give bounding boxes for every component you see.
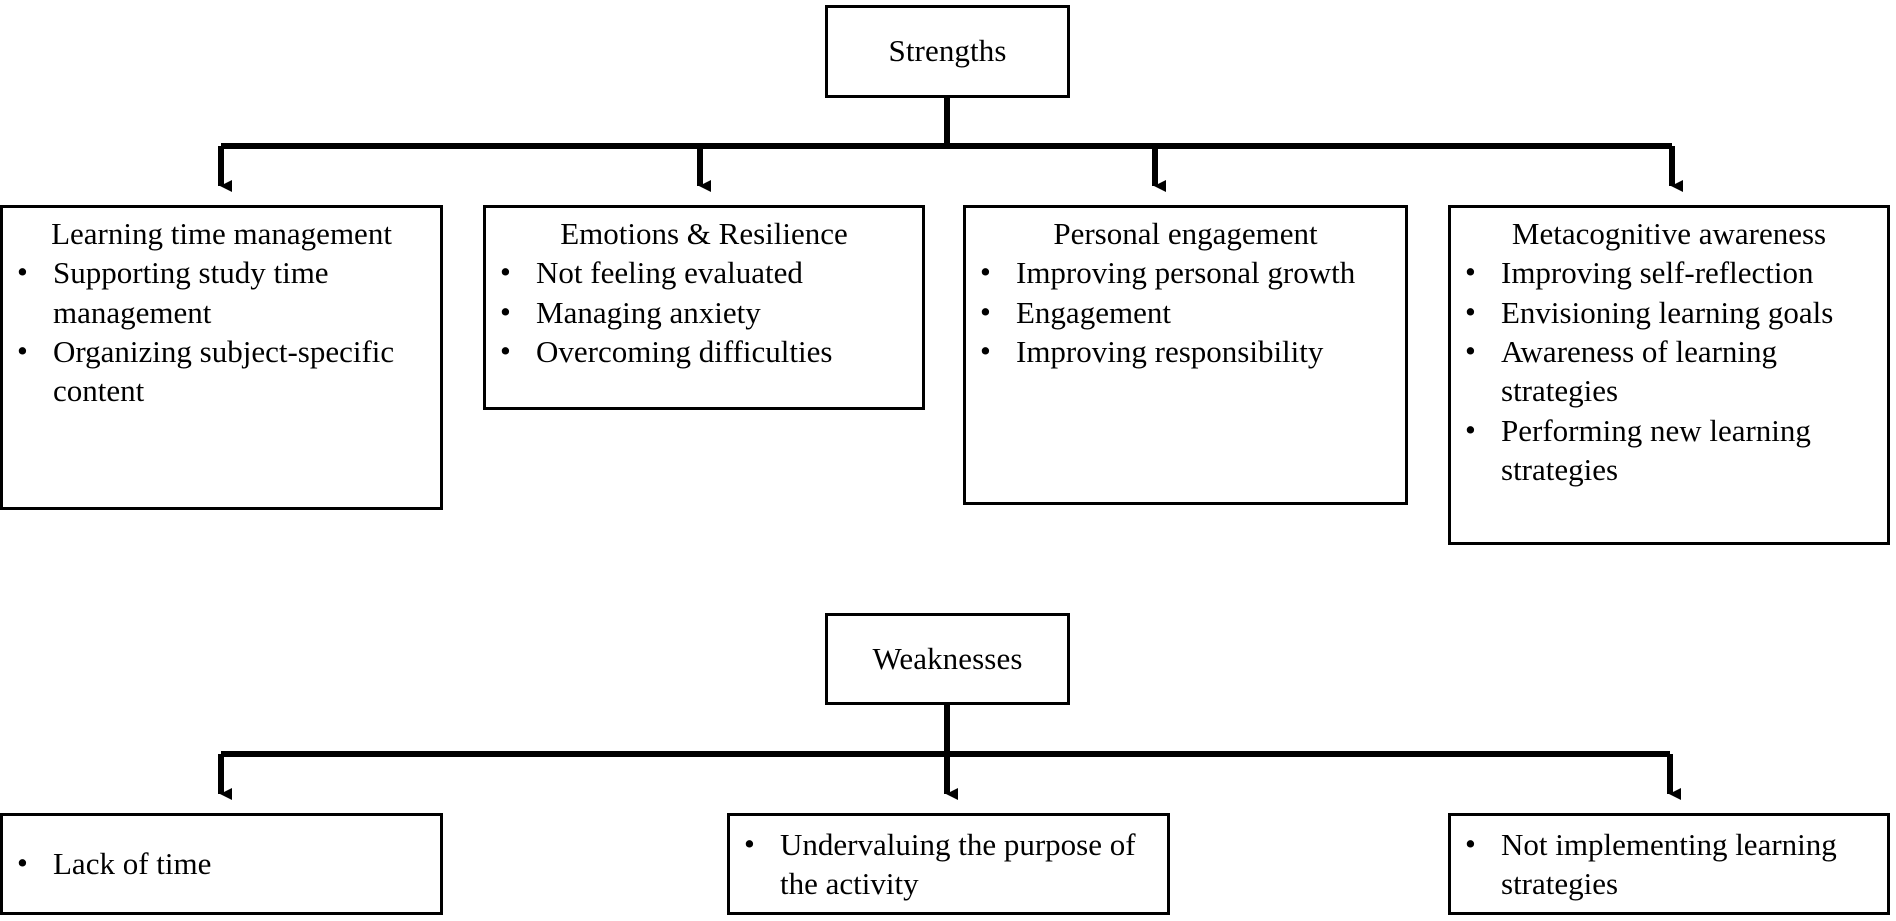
- list-item: Improving responsibility: [970, 331, 1401, 371]
- list-item: Performing new learning strategies: [1455, 410, 1883, 490]
- node-personal-engagement[interactable]: Personal engagement Improving personal g…: [963, 205, 1408, 505]
- node-undervaluing-purpose[interactable]: Undervaluing the purpose of the activity: [727, 813, 1170, 915]
- bullet-list-metacognitive-awareness: Improving self-reflection Envisioning le…: [1455, 252, 1883, 490]
- node-metacognitive-awareness[interactable]: Metacognitive awareness Improving self-r…: [1448, 205, 1890, 545]
- weaknesses-header-label: Weaknesses: [872, 640, 1023, 676]
- node-lack-of-time[interactable]: Lack of time: [0, 813, 443, 915]
- weaknesses-connector-group: [218, 705, 1681, 800]
- node-title-personal-engagement: Personal engagement: [1053, 216, 1318, 251]
- node-title-metacognitive-awareness: Metacognitive awareness: [1511, 216, 1827, 251]
- list-item: Managing anxiety: [490, 292, 918, 332]
- node-not-implementing-strategies[interactable]: Not implementing learning strategies: [1448, 813, 1890, 915]
- node-weaknesses-header[interactable]: Weaknesses: [825, 613, 1070, 705]
- bullet-list-emotions-resilience: Not feeling evaluated Managing anxiety O…: [490, 252, 918, 371]
- bullet-list-undervaluing-purpose: Undervaluing the purpose of the activity: [734, 824, 1163, 904]
- list-item: Not implementing learning strategies: [1455, 824, 1883, 904]
- list-item: Overcoming difficulties: [490, 331, 918, 371]
- node-title-emotions-resilience: Emotions & Resilience: [560, 216, 848, 251]
- list-item: Supporting study time management: [7, 252, 436, 332]
- bullet-list-lack-of-time: Lack of time: [7, 843, 436, 883]
- list-item: Improving self-reflection: [1455, 252, 1883, 292]
- strengths-header-label: Strengths: [888, 33, 1007, 69]
- bullet-list-personal-engagement: Improving personal growth Engagement Imp…: [970, 252, 1401, 371]
- bullet-list-learning-time-management: Supporting study time management Organiz…: [7, 252, 436, 411]
- list-item: Organizing subject-specific content: [7, 331, 436, 411]
- list-item: Envisioning learning goals: [1455, 292, 1883, 332]
- bullet-list-not-implementing-strategies: Not implementing learning strategies: [1455, 824, 1883, 904]
- list-item: Improving personal growth: [970, 252, 1401, 292]
- node-strengths-header[interactable]: Strengths: [825, 5, 1070, 98]
- list-item: Awareness of learning strategies: [1455, 331, 1883, 411]
- strengths-connector-group: [218, 98, 1683, 192]
- list-item: Not feeling evaluated: [490, 252, 918, 292]
- node-learning-time-management[interactable]: Learning time management Supporting stud…: [0, 205, 443, 510]
- list-item: Engagement: [970, 292, 1401, 332]
- node-emotions-resilience[interactable]: Emotions & Resilience Not feeling evalua…: [483, 205, 925, 410]
- node-title-learning-time-management: Learning time management: [51, 216, 392, 251]
- list-item: Undervaluing the purpose of the activity: [734, 824, 1163, 904]
- list-item: Lack of time: [7, 843, 436, 883]
